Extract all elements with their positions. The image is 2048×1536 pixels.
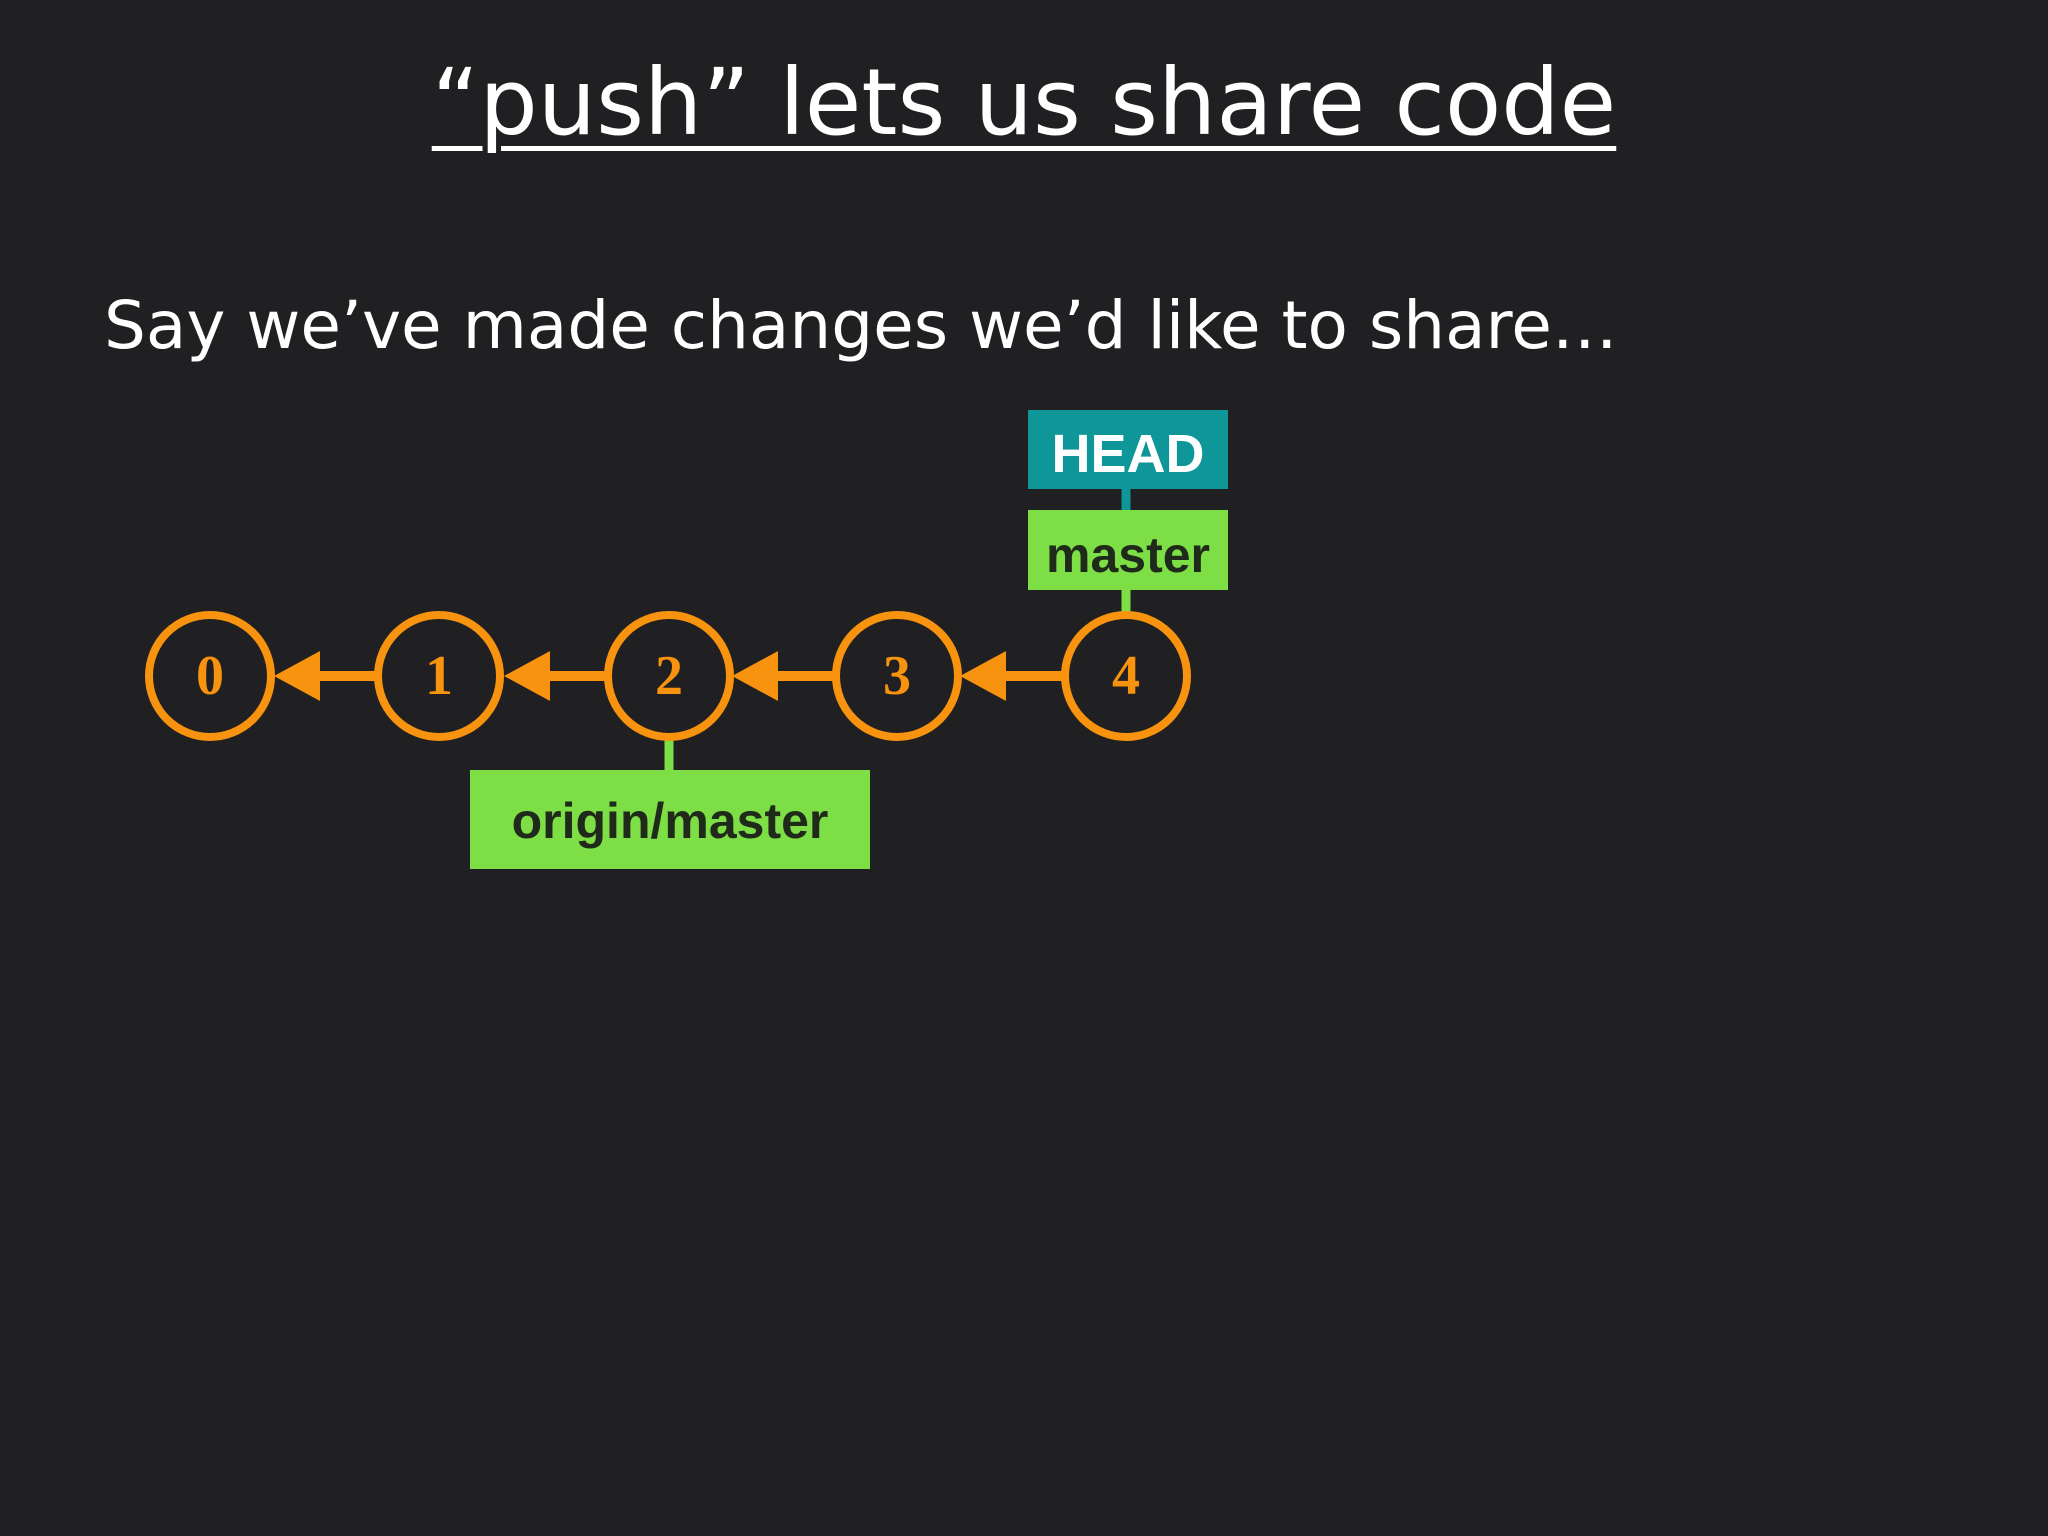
commit-node-1: 1 [374, 611, 504, 741]
commit-node-3: 3 [832, 611, 962, 741]
head-ref-label: HEAD [1051, 424, 1204, 484]
edge-4-3 [960, 651, 1064, 701]
head-ref: HEAD [1028, 410, 1228, 489]
commit-label-3: 3 [883, 645, 911, 707]
master-branch-label: master [1046, 527, 1210, 583]
slide-title: “push” lets us share code [431, 49, 1617, 156]
commit-label-0: 0 [196, 645, 224, 707]
commit-label-1: 1 [425, 645, 453, 707]
commit-label-2: 2 [655, 645, 683, 707]
slide-subtitle: Say we’ve made changes we’d like to shar… [104, 287, 1618, 364]
commit-node-4: 4 [1061, 611, 1191, 741]
commit-node-0: 0 [145, 611, 275, 741]
master-branch-ref: master [1028, 510, 1228, 590]
edge-2-1 [504, 651, 608, 701]
edge-3-2 [732, 651, 836, 701]
origin-master-label: origin/master [512, 793, 829, 849]
commit-label-4: 4 [1112, 645, 1140, 707]
edge-1-0 [274, 651, 378, 701]
origin-master-ref: origin/master [470, 770, 870, 869]
commit-node-2: 2 [604, 611, 734, 741]
